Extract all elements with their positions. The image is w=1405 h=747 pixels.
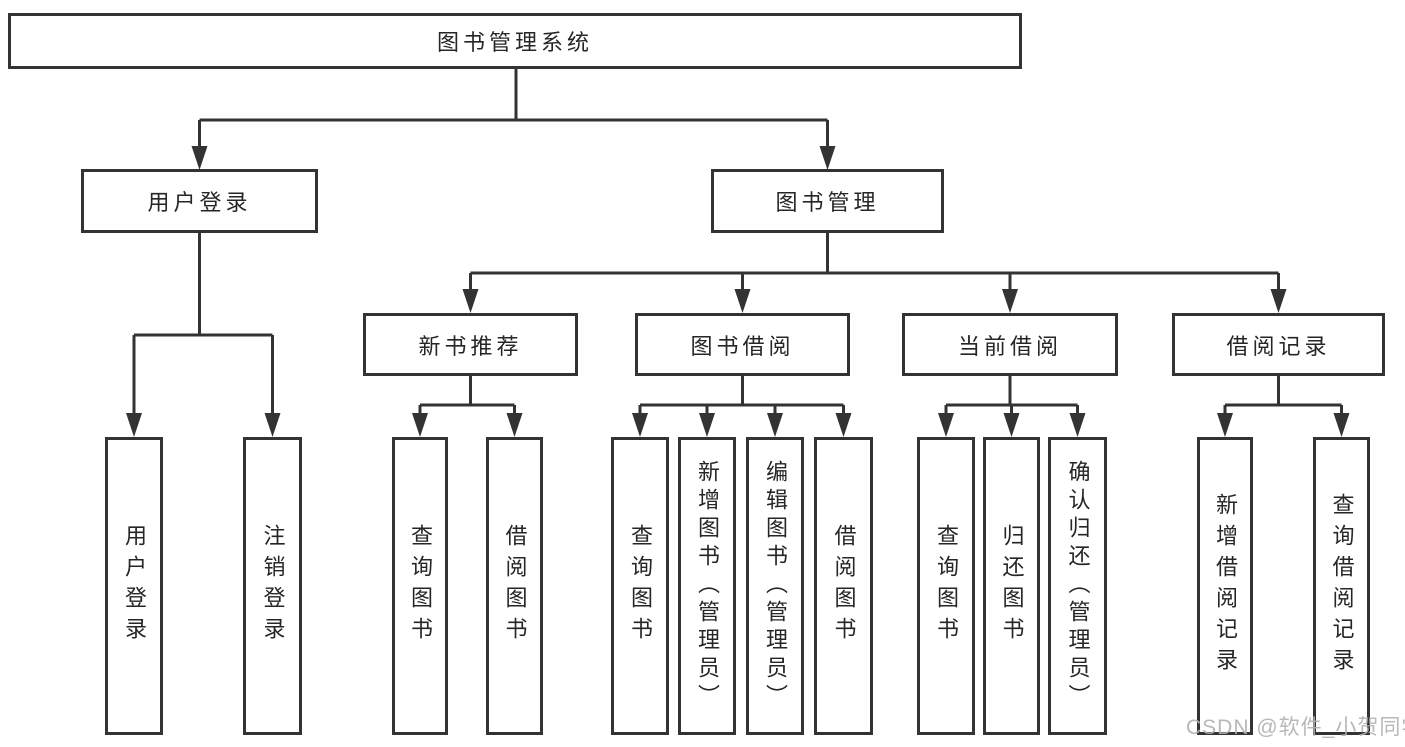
- leaf-return-book: 归还图书: [983, 437, 1040, 735]
- node-borrowing-records: 借阅记录: [1172, 313, 1385, 376]
- leaf-query-books-current: 查询图书: [917, 437, 975, 735]
- leaf-query-books-borrowing: 查询图书: [611, 437, 669, 735]
- leaf-borrow-books-recommendation: 借阅图书: [486, 437, 543, 735]
- leaf-borrow-books-borrowing: 借阅图书: [814, 437, 873, 735]
- tree-lines: [132, 68, 1343, 417]
- leaf-edit-book-admin: 编辑图书（管理员）: [746, 437, 804, 735]
- node-book-management: 图书管理: [711, 169, 944, 233]
- leaf-add-borrow-record: 新增借阅记录: [1197, 437, 1253, 735]
- leaf-query-borrow-record: 查询借阅记录: [1313, 437, 1370, 735]
- leaf-query-books-recommendation: 查询图书: [392, 437, 448, 735]
- leaf-logout: 注销登录: [243, 437, 302, 735]
- leaf-confirm-return-admin: 确认归还（管理员）: [1048, 437, 1107, 735]
- arrow-heads: [126, 146, 1350, 437]
- node-root-system: 图书管理系统: [8, 13, 1022, 69]
- csdn-watermark: CSDN @软件_小贺同学: [1186, 716, 1405, 739]
- node-new-book-recommendation: 新书推荐: [363, 313, 578, 376]
- node-book-borrowing: 图书借阅: [635, 313, 850, 376]
- leaf-user-login: 用户登录: [105, 437, 163, 735]
- node-current-borrowing: 当前借阅: [902, 313, 1118, 376]
- leaf-add-book-admin: 新增图书（管理员）: [678, 437, 736, 735]
- node-user-login: 用户登录: [81, 169, 318, 233]
